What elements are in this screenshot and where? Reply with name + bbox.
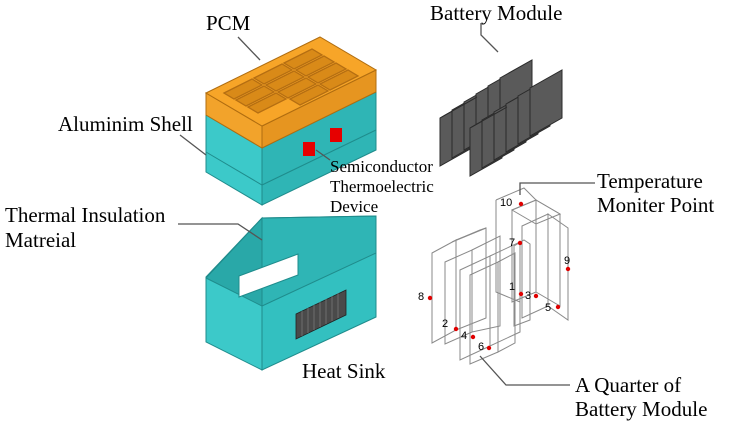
label-semiconductor-1: Semiconductor — [330, 157, 433, 176]
point-label-3: 3 — [525, 290, 531, 302]
monitor-point-numbers: 1 2 3 4 5 6 7 8 9 10 — [418, 197, 570, 353]
label-aluminim-shell: Aluminim Shell — [58, 112, 193, 136]
point-label-6: 6 — [478, 341, 484, 353]
tec-device-2 — [330, 128, 342, 142]
monitor-point-2 — [453, 326, 459, 332]
labels: PCM Battery Module Aluminim Shell Semico… — [5, 1, 714, 421]
point-label-9: 9 — [564, 255, 570, 267]
monitor-point-5 — [555, 304, 561, 310]
monitor-point-1 — [518, 291, 524, 297]
point-label-2: 2 — [442, 318, 448, 330]
monitor-point-9 — [565, 266, 571, 272]
label-temperature-1: Temperature — [597, 169, 703, 193]
insulation-box — [205, 215, 377, 371]
label-semiconductor-2: Thermoelectric — [330, 177, 434, 196]
label-thermal-insulation-2: Matreial — [5, 228, 76, 252]
tec-device-1 — [303, 142, 315, 156]
label-temperature-2: Moniter Point — [597, 193, 714, 217]
label-quarter-1: A Quarter of — [575, 373, 681, 397]
label-pcm: PCM — [206, 11, 251, 35]
point-label-4: 4 — [461, 330, 467, 342]
leader-lines — [178, 23, 595, 386]
battery-module — [439, 59, 563, 177]
monitor-point-10 — [518, 201, 524, 207]
label-quarter-2: Battery Module — [575, 397, 707, 421]
label-thermal-insulation-1: Thermal Insulation — [5, 203, 166, 227]
monitor-point-3 — [533, 293, 539, 299]
point-label-7: 7 — [509, 237, 515, 249]
point-label-1: 1 — [509, 281, 515, 293]
monitor-point-4 — [470, 334, 476, 340]
quarter-battery-wireframe — [431, 187, 569, 365]
label-battery-module: Battery Module — [430, 1, 562, 25]
heat-sink — [295, 289, 347, 340]
point-label-5: 5 — [545, 302, 551, 314]
pcm-shell-assembly — [204, 36, 378, 206]
point-label-10: 10 — [500, 197, 512, 209]
label-semiconductor-3: Device — [330, 197, 378, 216]
monitor-points — [427, 201, 571, 351]
monitor-point-6 — [486, 345, 492, 351]
label-heat-sink: Heat Sink — [302, 359, 386, 383]
point-label-8: 8 — [418, 291, 424, 303]
monitor-point-7 — [517, 240, 523, 246]
pcm-grid — [222, 48, 360, 114]
monitor-point-8 — [427, 295, 433, 301]
